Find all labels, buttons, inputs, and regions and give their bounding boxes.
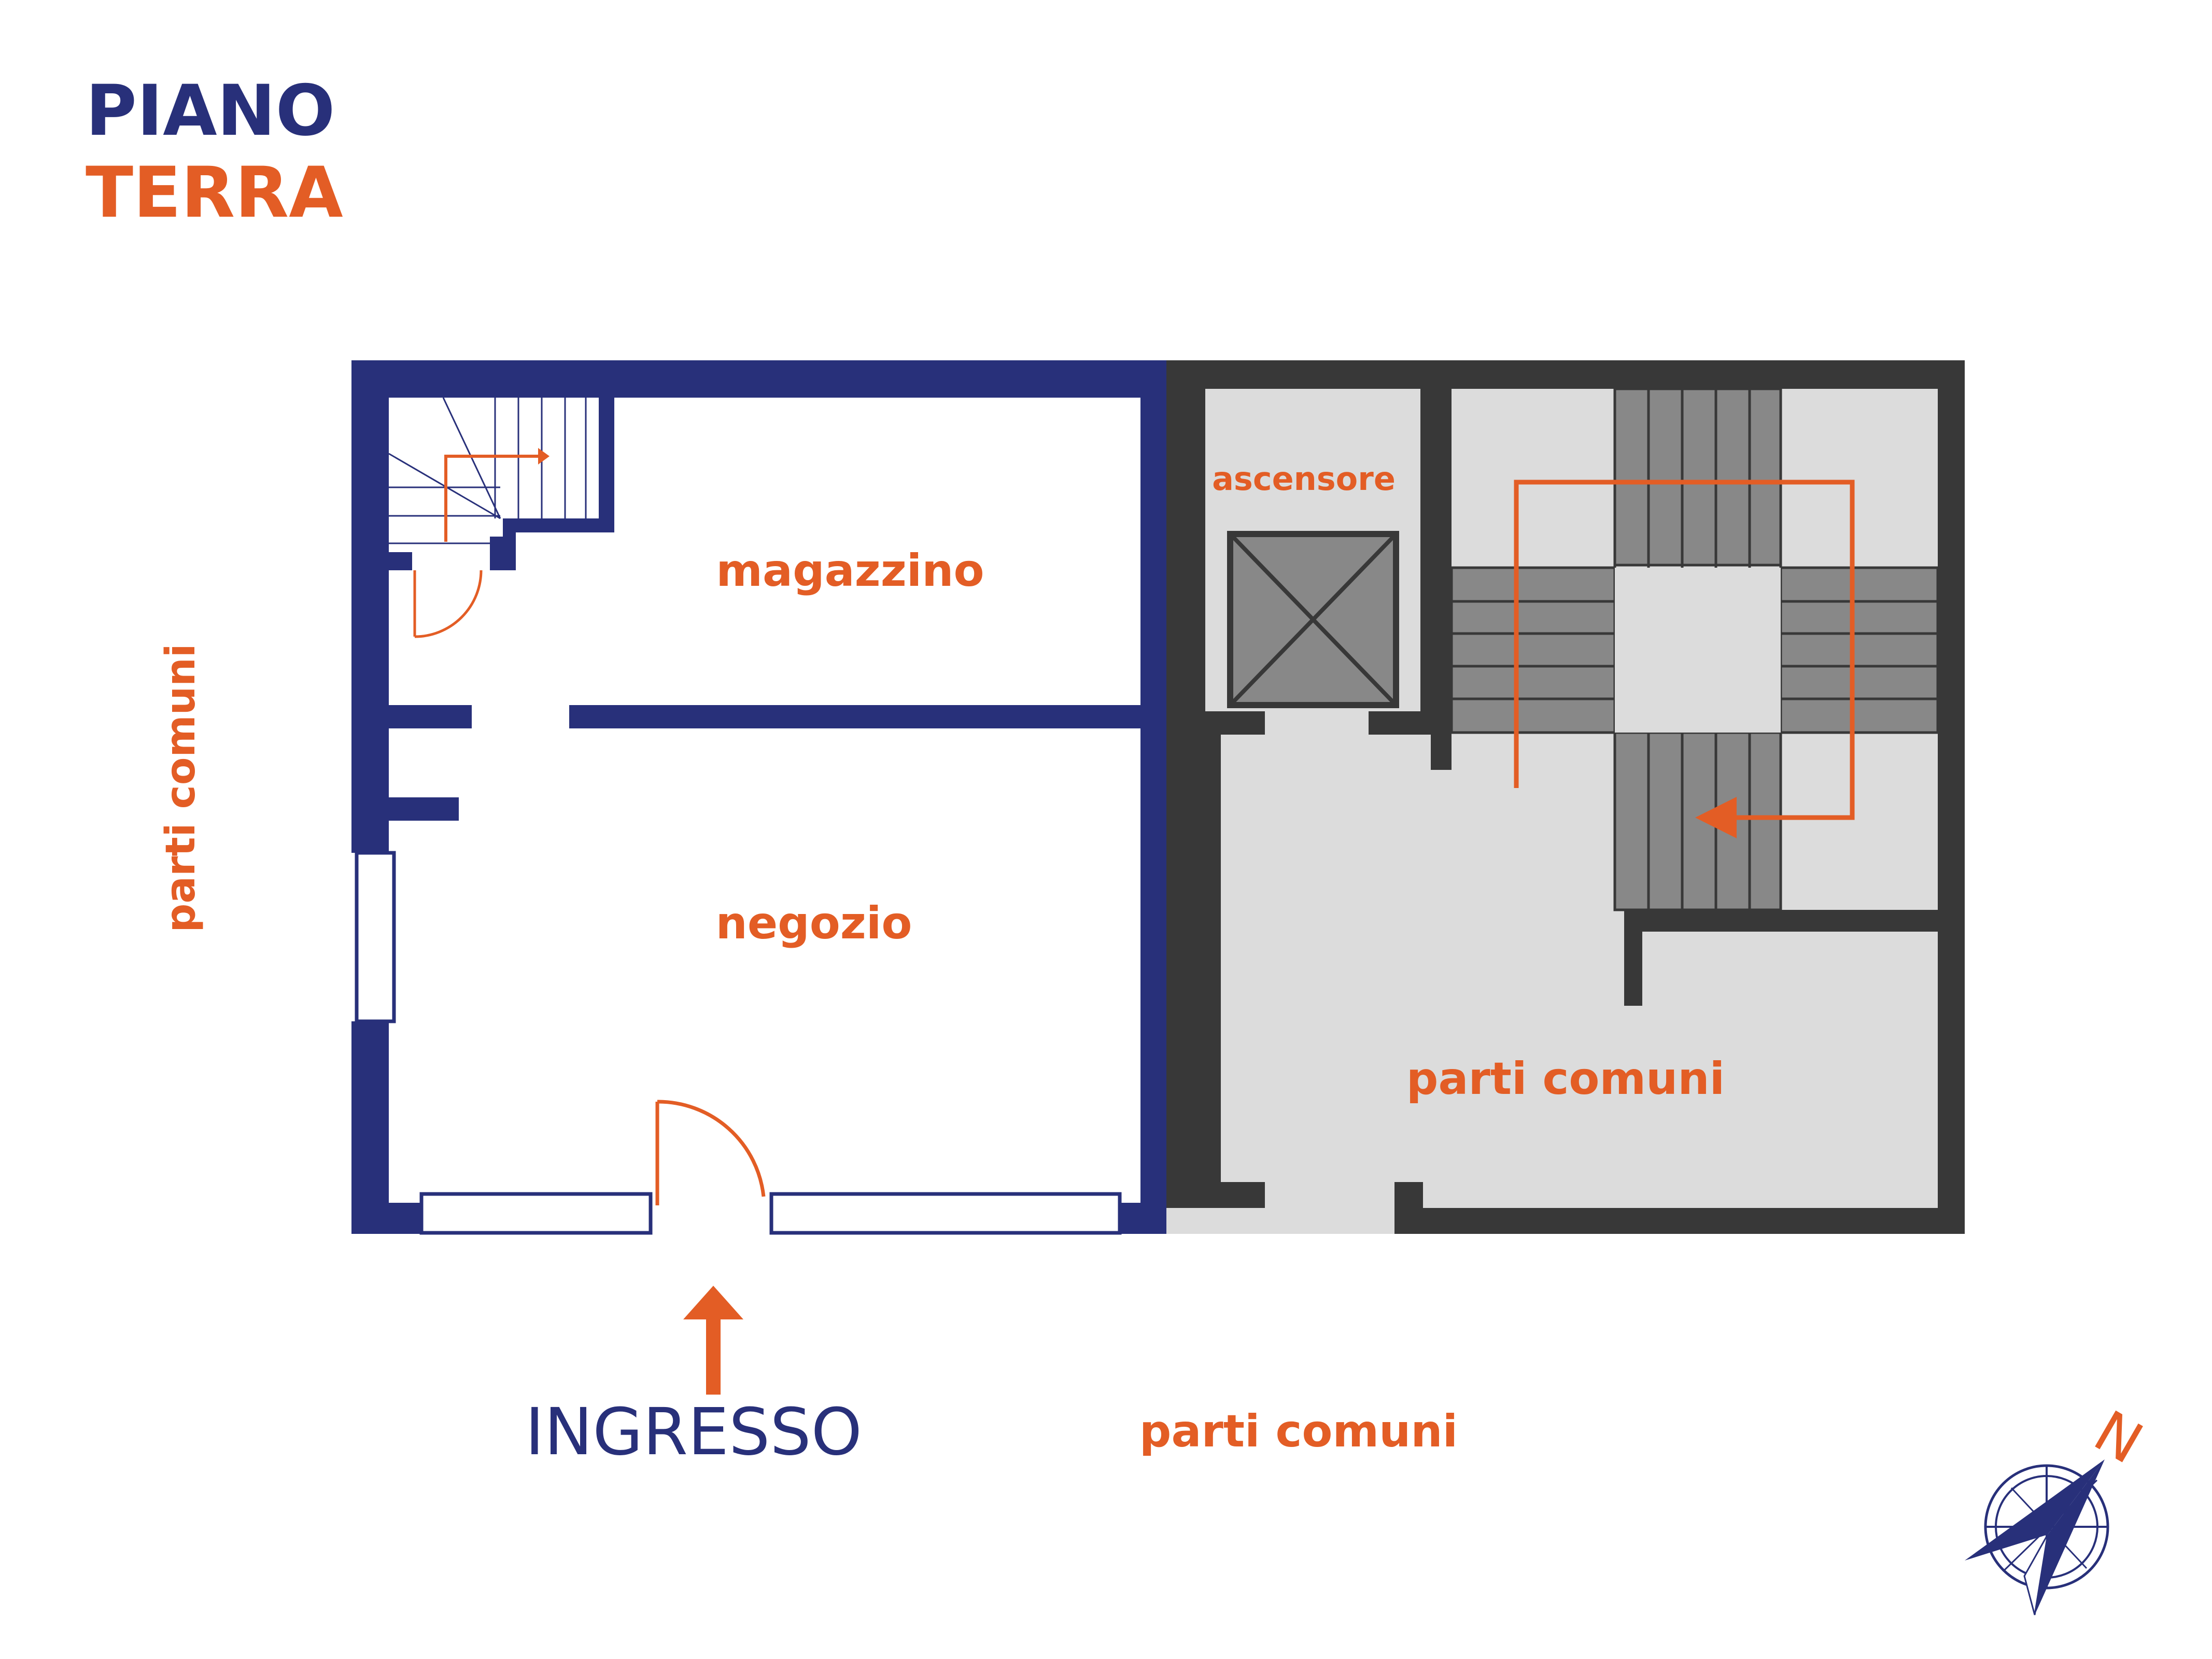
label-ascensore: ascensore bbox=[1212, 460, 1396, 498]
stair-wall-right bbox=[599, 398, 614, 532]
stair-jamb-left bbox=[389, 552, 412, 570]
title-terra: TERRA bbox=[86, 152, 343, 233]
elevator-icon bbox=[1227, 531, 1399, 708]
common-floor-lobby bbox=[1265, 711, 1369, 737]
label-negozio: negozio bbox=[716, 897, 912, 949]
wall-mid-right bbox=[569, 705, 1140, 728]
wall-mid-left bbox=[389, 705, 472, 728]
main-staircase bbox=[1450, 387, 1939, 911]
main-stairs-arrow bbox=[1514, 480, 1855, 838]
common-entry-opening bbox=[1166, 1208, 1394, 1234]
stair-post bbox=[503, 518, 516, 552]
wall-bottom-left bbox=[351, 1203, 421, 1234]
label-parti-comuni-left: parti comuni bbox=[158, 643, 204, 932]
compass-north-label: N bbox=[2083, 1398, 2153, 1477]
label-parti-comuni-bottom: parti comuni bbox=[1139, 1405, 1458, 1457]
compass-icon bbox=[1965, 1459, 2109, 1615]
entrance-door bbox=[655, 1100, 766, 1205]
internal-stairs-arrow bbox=[444, 448, 550, 542]
wall-bottom-mid bbox=[1394, 1182, 1423, 1234]
label-magazzino: magazzino bbox=[716, 545, 984, 597]
window-bottom-left bbox=[419, 1192, 653, 1235]
shop-unit: magazzino negozio bbox=[351, 360, 1166, 1235]
wall-stair-divider bbox=[1431, 389, 1452, 770]
wall-top bbox=[351, 360, 1166, 398]
wall-left-upper bbox=[351, 360, 389, 853]
wall-left-lower bbox=[351, 1021, 389, 1234]
window-bottom-right bbox=[769, 1192, 1122, 1235]
window-left bbox=[355, 851, 396, 1023]
wall-bottom-right bbox=[1120, 1203, 1166, 1234]
wall-right bbox=[1140, 360, 1166, 1234]
wall-room-left bbox=[1624, 910, 1642, 1006]
wall-bottom-band bbox=[1423, 1208, 1965, 1234]
label-parti-comuni-inside: parti comuni bbox=[1406, 1053, 1725, 1105]
stair-steps bbox=[1452, 389, 1938, 910]
common-floor-main bbox=[1221, 731, 1938, 1208]
arrow-up-icon bbox=[683, 1286, 743, 1395]
wall-lobby-left bbox=[1221, 711, 1265, 735]
wall-room-top bbox=[1624, 910, 1938, 932]
storage-door bbox=[413, 570, 483, 638]
wall-stub bbox=[389, 797, 459, 821]
common-area: ascensore bbox=[1166, 360, 1965, 1234]
label-ingresso: INGRESSO bbox=[525, 1395, 862, 1470]
stair-landing bbox=[1615, 568, 1781, 733]
stair-wall-bottom bbox=[503, 518, 614, 532]
title-piano: PIANO bbox=[86, 70, 335, 151]
wall-bottom-post bbox=[1208, 1182, 1265, 1208]
